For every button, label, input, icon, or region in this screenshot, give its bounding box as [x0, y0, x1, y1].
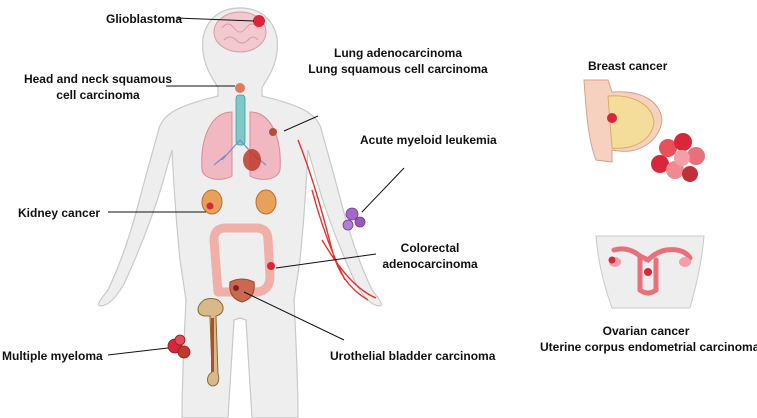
- label-lung-line1: Lung adenocarcinoma: [333, 46, 463, 60]
- label-colorectal-line2: adenocarcinoma: [382, 257, 478, 271]
- label-ovarian: Ovarian cancer Uterine corpus endometria…: [540, 323, 757, 355]
- myeloma-cells: [167, 334, 191, 359]
- ovarian-tumor: [608, 256, 616, 264]
- human-body: [98, 7, 382, 418]
- glioblastoma-tumor: [253, 15, 265, 27]
- right-kidney: [255, 189, 277, 215]
- leader-colorectal: [275, 253, 377, 269]
- endometrial-tumor: [644, 268, 652, 276]
- uterus-illustration: [595, 235, 705, 309]
- label-kidney: Kidney cancer: [18, 206, 101, 220]
- femur-bone: [197, 298, 224, 387]
- label-colorectal-line1: Colorectal: [400, 241, 460, 255]
- leader-aml: [361, 167, 405, 213]
- leukemia-cells: [342, 207, 366, 231]
- label-ovarian-line1: Ovarian cancer: [602, 324, 690, 338]
- label-myeloma: Multiple myeloma: [2, 349, 103, 363]
- label-lung: Lung adenocarcinoma Lung squamous cell c…: [300, 45, 496, 77]
- bone-marrow: [211, 318, 214, 372]
- bladder: [229, 278, 255, 303]
- label-lung-line2: Lung squamous cell carcinoma: [308, 62, 488, 76]
- label-breast: Breast cancer: [588, 59, 668, 73]
- leader-lung: [283, 115, 319, 132]
- label-glioblastoma: Glioblastoma: [106, 12, 183, 26]
- left-kidney: [201, 189, 223, 215]
- label-head-neck: Head and neck squamous cell carcinoma: [18, 71, 178, 103]
- head-neck-tumor: [235, 83, 245, 93]
- leader-bladder: [243, 291, 345, 341]
- leader-glioblastoma: [175, 17, 255, 22]
- label-aml: Acute myeloid leukemia: [360, 133, 497, 147]
- lung-tumor: [269, 128, 277, 136]
- label-head-neck-line1: Head and neck squamous: [23, 72, 173, 86]
- breast-illustration: [583, 79, 705, 182]
- brain-folds: [221, 23, 259, 44]
- breast-cell-cluster: [651, 133, 705, 182]
- left-lung: [201, 111, 233, 180]
- arm-artery: [297, 139, 377, 301]
- colon: [209, 223, 275, 297]
- label-colorectal: Colorectal adenocarcinoma: [370, 240, 490, 272]
- kidney-tumor: [206, 202, 214, 210]
- label-bladder: Urothelial bladder carcinoma: [330, 349, 496, 363]
- heart: [243, 149, 261, 171]
- colorectal-tumor: [267, 262, 275, 270]
- label-ovarian-line2: Uterine corpus endometrial carcinoma: [540, 340, 757, 354]
- breast-tumor: [607, 113, 617, 123]
- bladder-tumor: [233, 285, 239, 291]
- leader-myeloma: [107, 347, 169, 356]
- label-head-neck-line2: cell carcinoma: [56, 88, 140, 102]
- trachea: [235, 94, 246, 146]
